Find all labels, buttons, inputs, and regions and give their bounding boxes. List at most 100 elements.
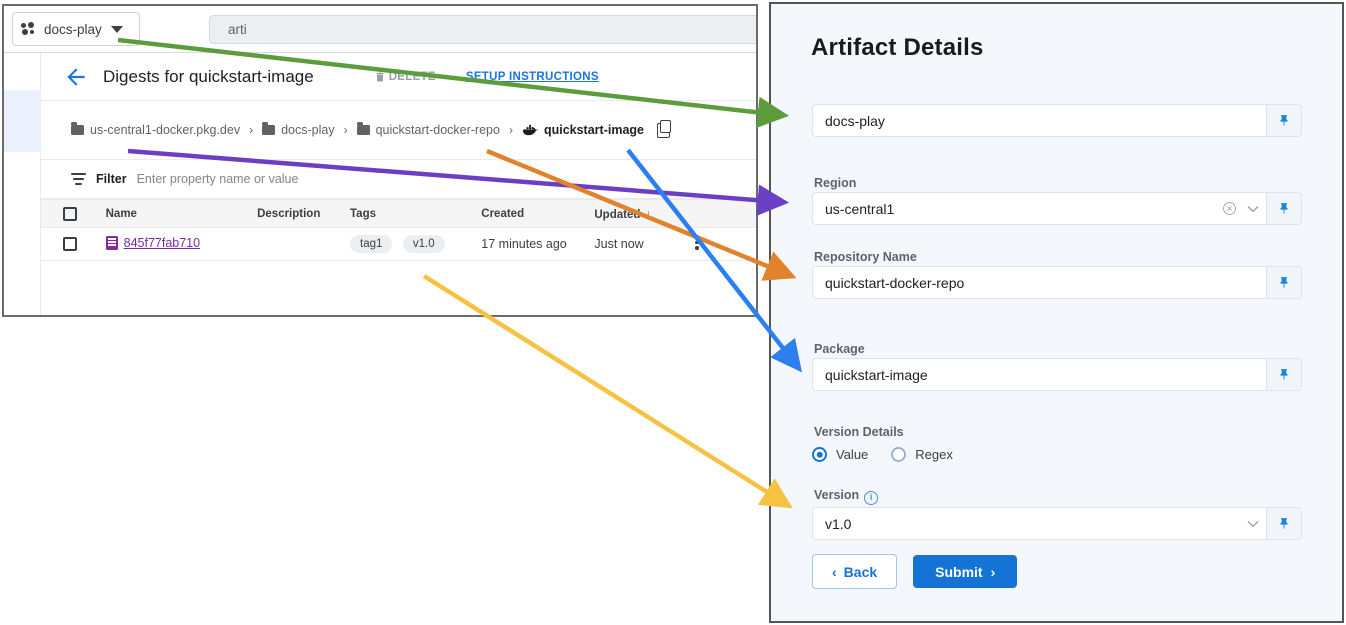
breadcrumb: us-central1-docker.pkg.dev › docs-play ›…	[41, 101, 756, 160]
tag-chip[interactable]: tag1	[350, 235, 393, 253]
project-field-value: docs-play	[825, 112, 885, 129]
digest-icon	[105, 235, 118, 250]
back-button-label: Back	[843, 563, 878, 580]
project-dots-icon	[21, 22, 37, 36]
pin-icon[interactable]	[1266, 193, 1301, 224]
artifact-details-panel: Artifact Details docs-play Region us-cen…	[769, 2, 1344, 623]
package-field[interactable]: quickstart-image	[812, 358, 1302, 391]
version-details-radio-group: Value Regex	[812, 447, 967, 462]
row-created-cell: 17 minutes ago	[481, 227, 595, 261]
filter-icon[interactable]	[71, 173, 86, 185]
console-search-value: arti	[228, 22, 247, 37]
project-field[interactable]: docs-play	[812, 104, 1302, 137]
column-header-description[interactable]: Description	[257, 199, 350, 228]
region-field-value: us-central1	[825, 200, 895, 217]
breadcrumb-item-registry[interactable]: us-central1-docker.pkg.dev	[71, 122, 241, 137]
nav-selected-item[interactable]	[4, 90, 41, 152]
breadcrumb-label: quickstart-image	[543, 123, 644, 137]
page-title: Digests for quickstart-image	[103, 66, 314, 86]
radio-value[interactable]	[812, 447, 827, 462]
radio-regex-label: Regex	[915, 447, 953, 462]
panel-actions: ‹ Back Submit ›	[812, 554, 1018, 589]
info-icon[interactable]: i	[864, 490, 879, 505]
select-all-checkbox[interactable]	[63, 206, 77, 221]
column-header-updated-label: Updated	[594, 208, 641, 221]
breadcrumb-separator: ›	[343, 123, 348, 137]
filter-bar: Filter Enter property name or value	[41, 160, 756, 199]
panel-title: Artifact Details	[811, 34, 984, 61]
breadcrumb-item-project[interactable]: docs-play	[262, 122, 335, 137]
column-header-created[interactable]: Created	[481, 199, 595, 228]
repository-field-value: quickstart-docker-repo	[825, 274, 965, 291]
setup-instructions-link[interactable]: SETUP INSTRUCTIONS	[465, 70, 599, 83]
pin-icon[interactable]	[1266, 267, 1301, 298]
digest-link-label: 845f77fab710	[123, 235, 201, 250]
pin-icon[interactable]	[1266, 359, 1301, 390]
row-overflow-menu-icon[interactable]	[695, 233, 699, 252]
breadcrumb-item-repository[interactable]: quickstart-docker-repo	[356, 122, 500, 137]
filter-input[interactable]: Enter property name or value	[136, 172, 299, 186]
console-left-nav	[4, 53, 41, 315]
version-label: Version	[814, 488, 860, 502]
table-header-row: Name Description Tags Created Updated ↓	[41, 199, 756, 228]
repository-field[interactable]: quickstart-docker-repo	[812, 266, 1302, 299]
row-name-cell: 845f77fab710	[105, 227, 258, 261]
back-button[interactable]: ‹ Back	[812, 554, 898, 589]
column-header-tags[interactable]: Tags	[350, 199, 482, 228]
folder-icon	[356, 122, 370, 135]
breadcrumb-separator: ›	[508, 123, 513, 137]
submit-button[interactable]: Submit ›	[913, 555, 1018, 588]
column-header-updated[interactable]: Updated ↓	[594, 199, 696, 228]
digests-table: Name Description Tags Created Updated ↓	[41, 199, 756, 261]
column-header-actions	[695, 199, 756, 228]
chevron-down-icon[interactable]	[1240, 520, 1266, 528]
row-updated-cell: Just now	[594, 227, 696, 261]
sort-descending-icon: ↓	[645, 206, 652, 221]
forward-chevron-icon: ›	[990, 563, 996, 580]
table-row[interactable]: 845f77fab710 tag1 v1.0 17 minutes ago Ju…	[41, 227, 756, 261]
pin-icon[interactable]	[1266, 105, 1301, 136]
back-arrow-icon[interactable]	[63, 64, 89, 90]
console-top-bar: docs-play arti	[4, 6, 756, 53]
console-search-input[interactable]: arti	[209, 15, 756, 44]
page-header: Digests for quickstart-image DELETE SETU…	[41, 53, 756, 101]
version-field-value: v1.0	[825, 515, 852, 532]
repository-label: Repository Name	[814, 250, 917, 264]
row-actions-cell	[695, 227, 756, 261]
folder-icon	[71, 122, 84, 135]
row-description-cell	[257, 227, 350, 261]
pin-icon[interactable]	[1266, 508, 1301, 539]
column-header-name[interactable]: Name	[105, 199, 258, 228]
breadcrumb-label: quickstart-docker-repo	[375, 123, 500, 137]
radio-regex[interactable]	[891, 447, 907, 462]
row-checkbox[interactable]	[63, 237, 77, 252]
breadcrumb-label: us-central1-docker.pkg.dev	[90, 123, 241, 137]
version-details-label: Version Details	[814, 425, 904, 439]
package-field-value: quickstart-image	[825, 366, 928, 383]
chevron-down-icon	[110, 25, 123, 33]
docker-icon	[522, 124, 538, 136]
filter-label: Filter	[96, 172, 127, 186]
delete-button-label: DELETE	[388, 70, 436, 83]
breadcrumb-item-package[interactable]: quickstart-image	[522, 123, 644, 137]
chevron-down-icon[interactable]	[1240, 205, 1266, 213]
submit-button-label: Submit	[935, 563, 983, 580]
back-chevron-icon: ‹	[832, 563, 837, 580]
project-selector[interactable]: docs-play	[12, 12, 140, 46]
version-label-row: Version i	[814, 488, 879, 505]
package-label: Package	[814, 342, 865, 356]
digest-link[interactable]: 845f77fab710	[105, 235, 201, 250]
version-field[interactable]: v1.0	[812, 507, 1302, 540]
breadcrumb-label: docs-play	[281, 123, 335, 137]
row-select-cell	[41, 227, 106, 261]
folder-icon	[262, 122, 276, 135]
tag-chip[interactable]: v1.0	[402, 235, 445, 253]
region-field[interactable]: us-central1	[812, 192, 1302, 225]
breadcrumb-separator: ›	[249, 123, 254, 137]
row-tags-cell: tag1 v1.0	[350, 227, 482, 261]
trash-icon	[376, 72, 384, 81]
copy-icon[interactable]	[656, 119, 671, 138]
clear-icon[interactable]	[1218, 201, 1240, 216]
delete-button[interactable]: DELETE	[374, 70, 436, 84]
select-all-header	[41, 199, 106, 228]
